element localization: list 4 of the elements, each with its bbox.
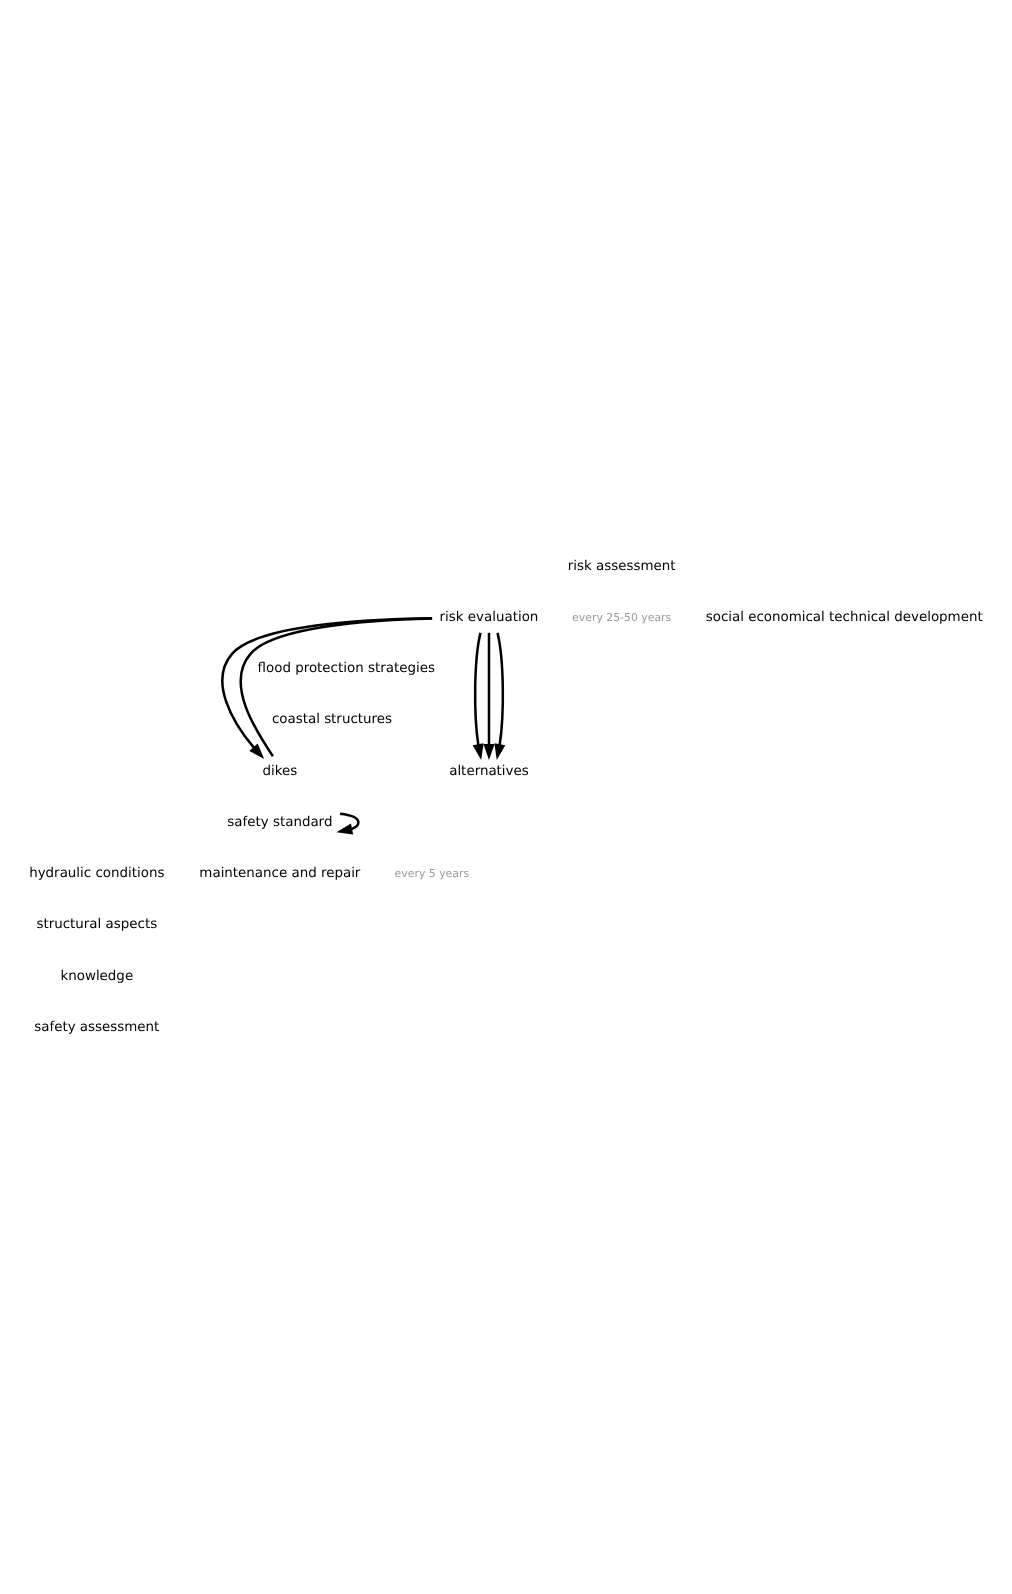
arrow bbox=[494, 632, 506, 760]
arrow bbox=[472, 632, 484, 760]
arrow bbox=[336, 812, 360, 835]
arrow bbox=[483, 632, 495, 760]
